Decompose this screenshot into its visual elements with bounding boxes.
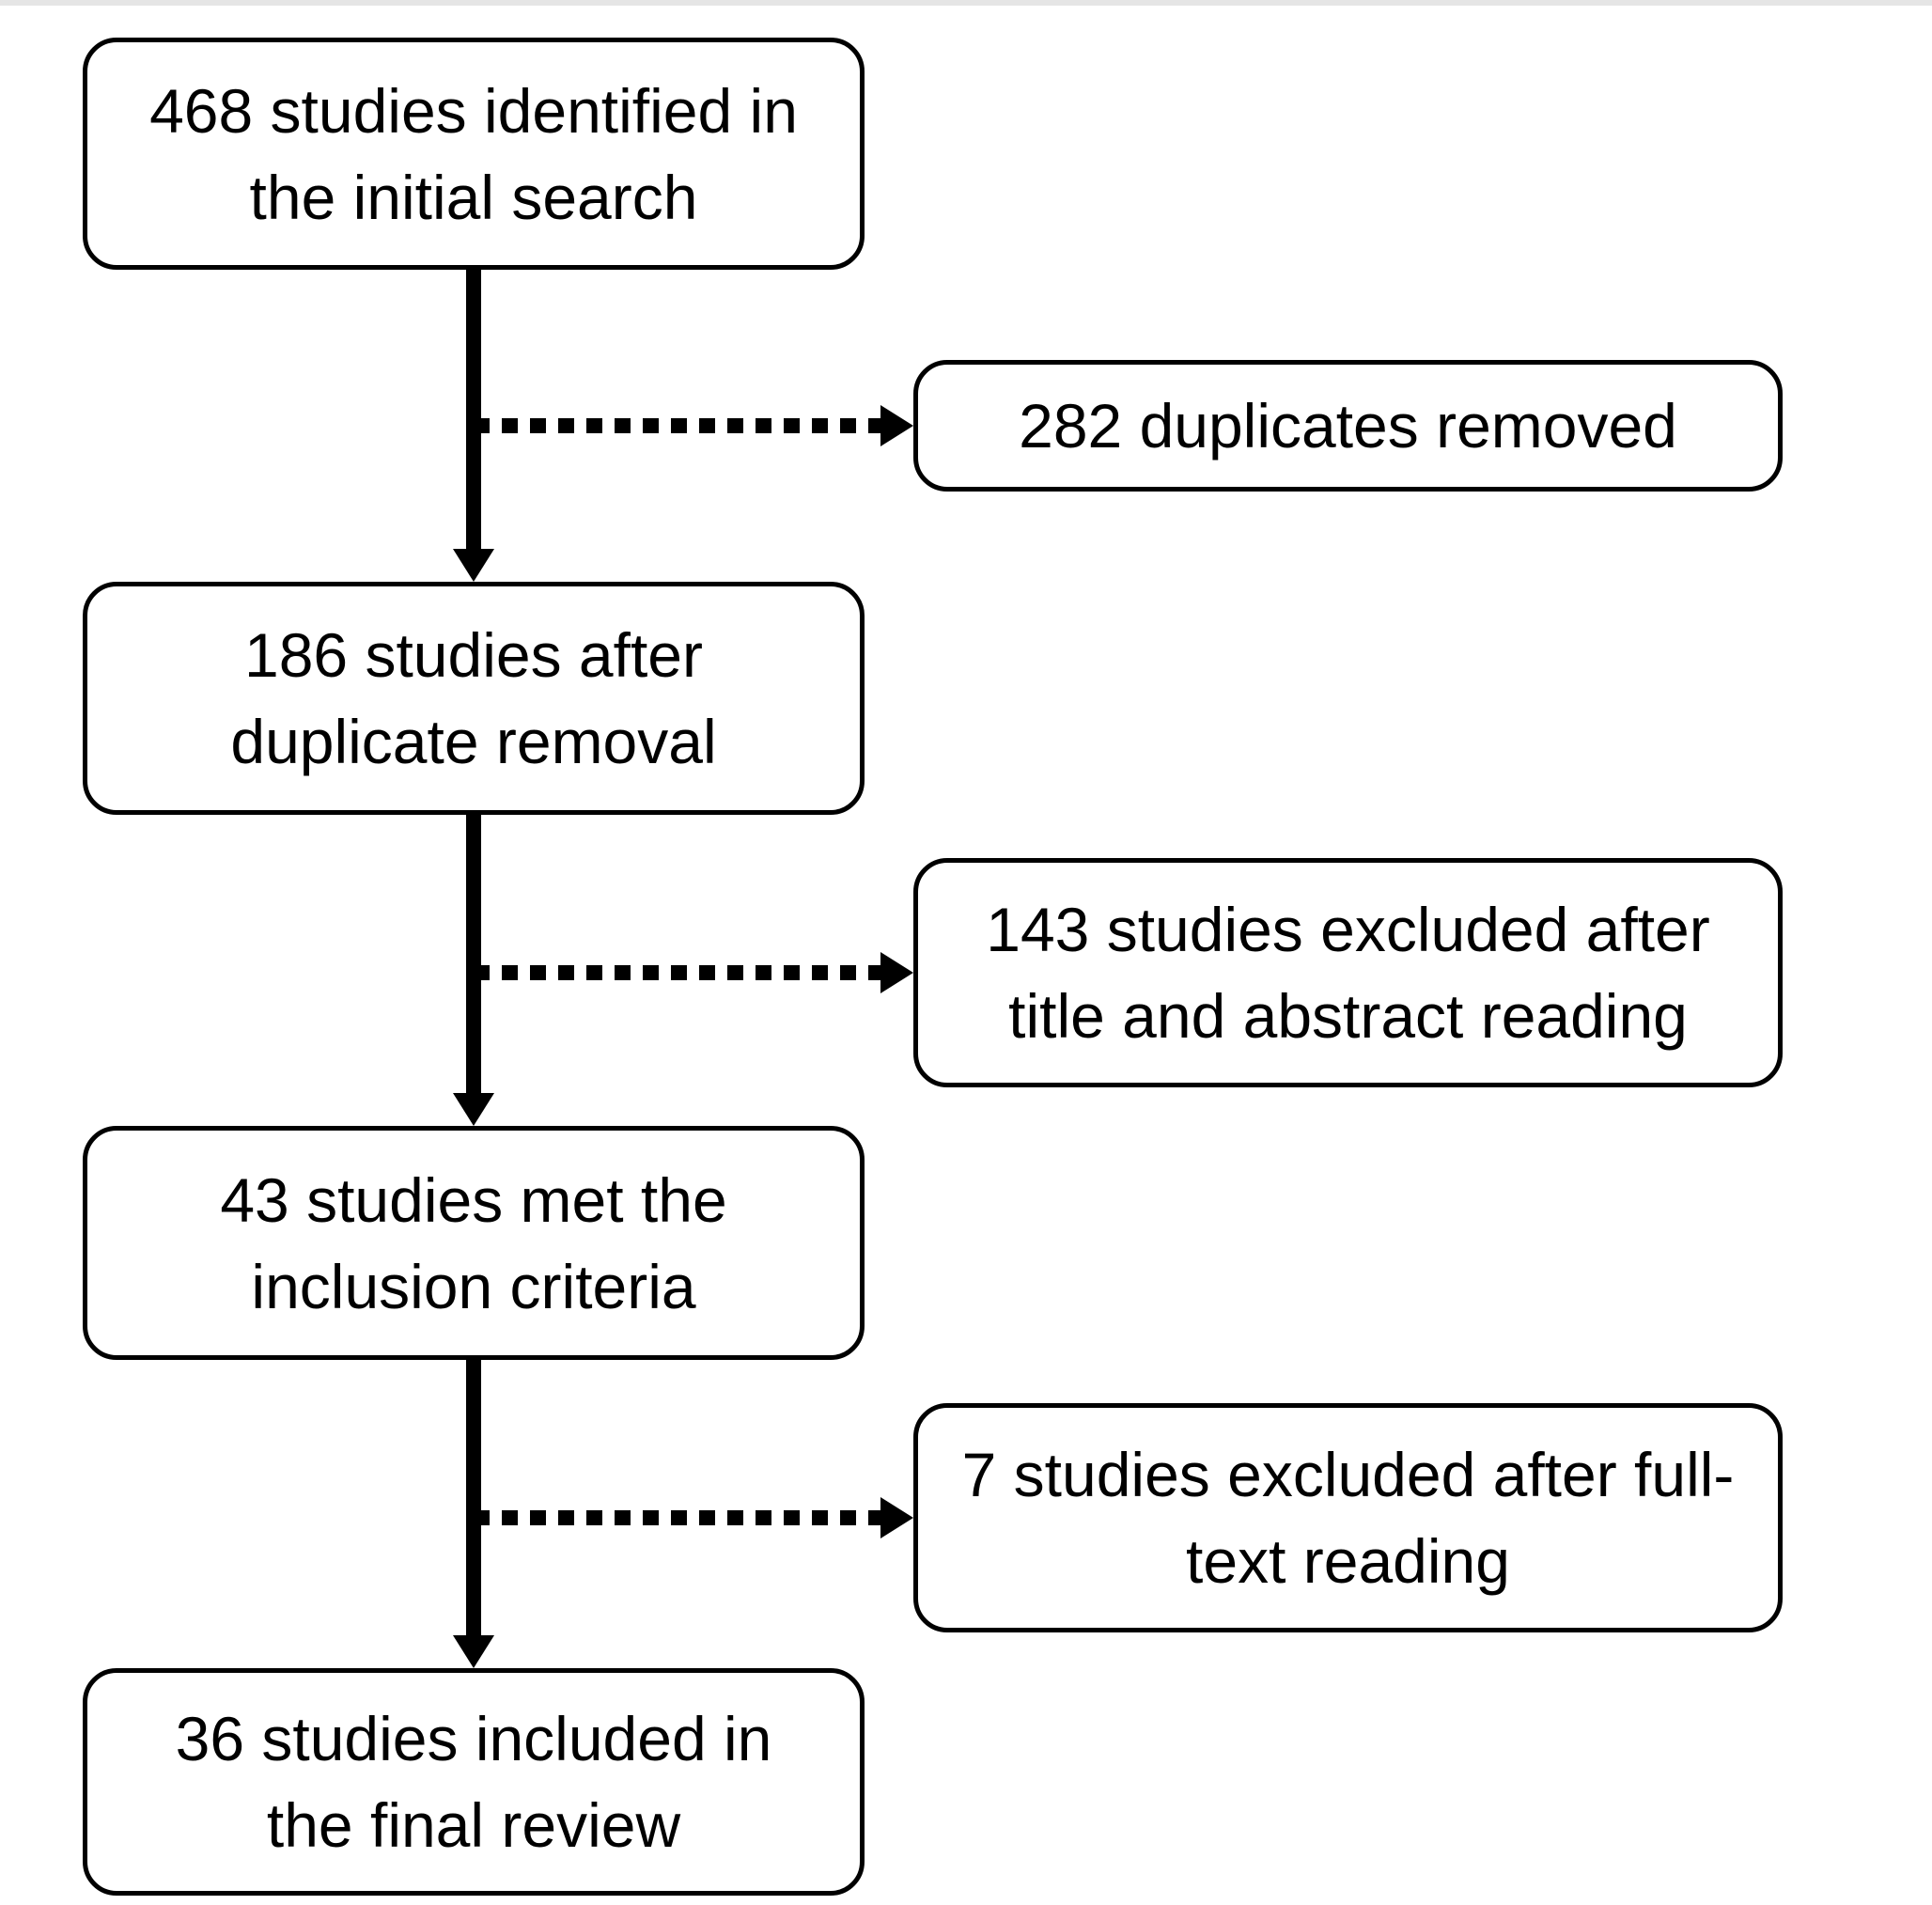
flow-box-met-inclusion: 43 studies met the inclusion criteria: [83, 1126, 865, 1360]
flow-box-after-duplicates-line-2: duplicate removal: [230, 707, 717, 776]
flow-box-met-inclusion-line-1: 43 studies met the: [220, 1164, 727, 1235]
flow-box-met-inclusion-line-2: inclusion criteria: [251, 1251, 696, 1321]
flow-box-excluded-title-abstract-line-1: 143 studies excluded after: [986, 895, 1710, 964]
flow-box-identified: 468 studies identified in the initial se…: [83, 38, 865, 270]
flow-box-final-review: 36 studies included in the final review: [83, 1668, 865, 1896]
top-border-strip: [0, 0, 1932, 6]
flow-box-excluded-full-text-line-2: text reading: [1186, 1526, 1510, 1596]
flow-box-excluded-full-text-line-1: 7 studies excluded after full-: [961, 1440, 1735, 1509]
flow-box-after-duplicates-line-1: 186 studies after: [244, 620, 703, 690]
flow-box-final-review-line-1: 36 studies included in: [175, 1704, 772, 1773]
flow-box-identified-line-2: the initial search: [249, 162, 698, 232]
flow-box-duplicates-removed-line-1: 282 duplicates removed: [1019, 391, 1677, 461]
flow-box-identified-line-1: 468 studies identified in: [149, 75, 798, 146]
flow-box-duplicates-removed: 282 duplicates removed: [913, 360, 1783, 492]
flow-box-excluded-title-abstract: 143 studies excluded after title and abs…: [913, 858, 1783, 1087]
flow-box-excluded-full-text: 7 studies excluded after full- text read…: [913, 1403, 1783, 1632]
flow-box-after-duplicates: 186 studies after duplicate removal: [83, 582, 865, 815]
flow-box-excluded-title-abstract-line-2: title and abstract reading: [1008, 981, 1688, 1051]
flow-box-final-review-line-2: the final review: [266, 1790, 681, 1860]
